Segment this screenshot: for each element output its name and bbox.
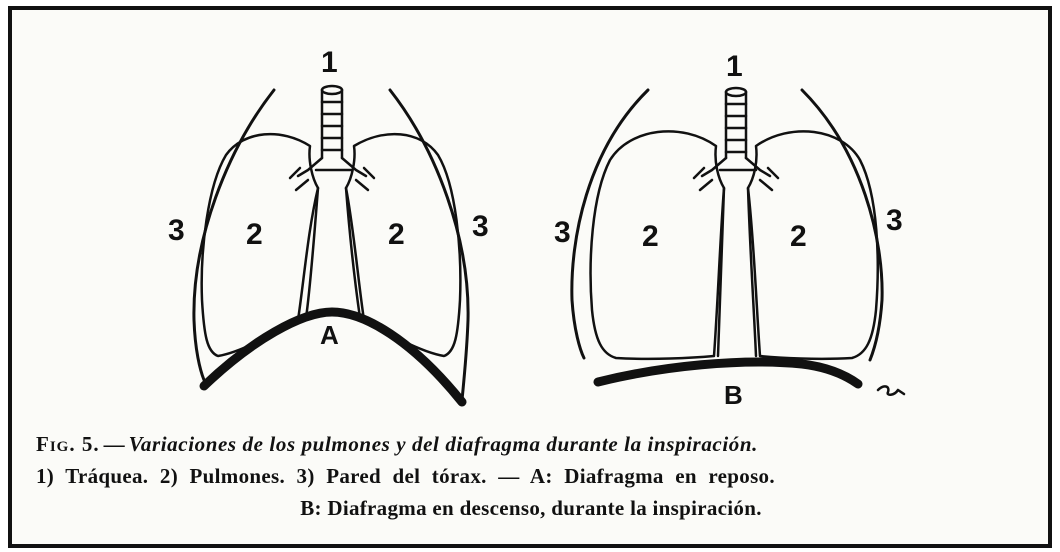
label-a-lung-right: 2	[388, 218, 405, 251]
printer-mark	[878, 386, 904, 394]
diagram-a	[194, 86, 468, 402]
lung-right-b	[748, 131, 878, 358]
thorax-wall-right-b	[802, 90, 882, 360]
thorax-wall-left-b	[572, 90, 648, 358]
caption-title: Variaciones de los pulmones y del diafra…	[129, 428, 758, 460]
label-a-trachea: 1	[321, 46, 338, 79]
label-a-wall-right: 3	[472, 210, 489, 243]
caption-line-2: 1) Tráquea. 2) Pulmones. 3) Pared del tó…	[36, 460, 1026, 492]
label-a-lung-left: 2	[246, 218, 263, 251]
label-b-wall-right: 3	[886, 204, 903, 237]
caption-dash: —	[104, 428, 125, 460]
label-b-lung-left: 2	[642, 220, 659, 253]
label-a-diaphragm: A	[320, 320, 339, 350]
lung-diagrams: 1 2 2 3 3 A 1 2 2 3 3 B	[12, 10, 1048, 430]
figure-caption: Fig. 5. — Variaciones de los pulmones y …	[36, 428, 1026, 524]
label-b-lung-right: 2	[790, 220, 807, 253]
figure-frame: 1 2 2 3 3 A 1 2 2 3 3 B Fig. 5. — Variac…	[8, 6, 1052, 548]
caption-line-3: B: Diafragma en descenso, durante la ins…	[36, 492, 1026, 524]
label-b-trachea: 1	[726, 50, 743, 83]
caption-line-1: Fig. 5. — Variaciones de los pulmones y …	[36, 428, 1026, 460]
label-a-wall-left: 3	[168, 214, 185, 247]
diagram-b	[572, 88, 904, 395]
label-b-wall-left: 3	[554, 216, 571, 249]
caption-fig-number: Fig. 5.	[36, 428, 100, 460]
trachea-a	[290, 86, 374, 190]
label-b-diaphragm: B	[724, 380, 743, 410]
